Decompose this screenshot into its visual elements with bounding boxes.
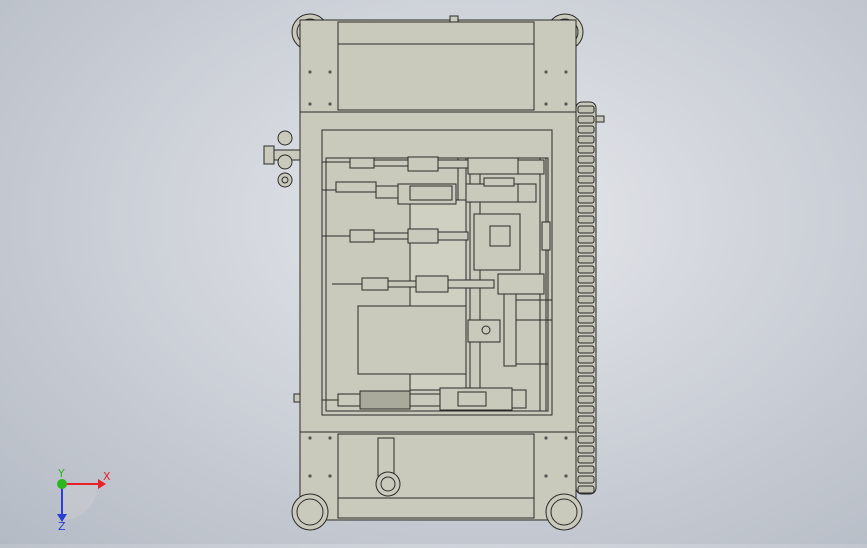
top-plate (300, 15, 576, 113)
chain-link (577, 425, 595, 434)
z-axis-label: Z (58, 520, 66, 532)
x-axis-label: X (103, 470, 111, 483)
chain-link (577, 355, 595, 364)
chain-link (577, 235, 595, 244)
x-axis-arrowhead (98, 479, 106, 489)
chain-link (577, 255, 595, 264)
chain-link (577, 375, 595, 384)
chain-link (577, 455, 595, 464)
chain-link (577, 345, 595, 354)
chain-link (577, 185, 595, 194)
cylinder-4[interactable] (332, 273, 545, 367)
chain-link (577, 175, 595, 184)
chain-link (577, 385, 595, 394)
chain-link (577, 395, 595, 404)
chain-link (577, 295, 595, 304)
chain-link (577, 225, 595, 234)
chain-link (577, 115, 595, 124)
mounting-plate (357, 299, 553, 375)
chain-link (577, 335, 595, 344)
triad-quadrant (62, 484, 98, 520)
cylinder-1[interactable] (322, 156, 545, 175)
cylinder-5[interactable] (322, 387, 527, 411)
bottom-right-wheel[interactable] (545, 493, 583, 531)
chain-link (577, 155, 595, 164)
chain-link (577, 135, 595, 144)
chain-link (577, 305, 595, 314)
chain-link (577, 205, 595, 214)
chain-link (577, 445, 595, 454)
chain-track[interactable] (575, 101, 605, 495)
chain-link (577, 485, 595, 494)
chain-link (577, 145, 595, 154)
chain-link (577, 275, 595, 284)
chain-link (577, 435, 595, 444)
chain-link (577, 315, 595, 324)
bottom-plate-bolts (308, 436, 568, 478)
chain-link (577, 325, 595, 334)
chain-link (577, 475, 595, 484)
top-plate-bolts (308, 70, 568, 106)
chain-link (577, 285, 595, 294)
side-adjust-knob[interactable] (263, 130, 301, 188)
chain-link (577, 405, 595, 414)
chain-link (577, 125, 595, 134)
z-axis-arrowhead (57, 514, 67, 522)
cylinder-2[interactable] (322, 177, 537, 205)
cylinder-3[interactable] (322, 213, 551, 271)
chain-link (577, 215, 595, 224)
chain-link (577, 415, 595, 424)
axis-triad-graphic: X Y Z (57, 467, 111, 533)
y-axis-indicator (57, 479, 67, 489)
chain-link (577, 195, 595, 204)
chain-link (577, 365, 595, 374)
bottom-left-wheel[interactable] (291, 493, 329, 531)
chain-link (577, 105, 595, 114)
chain-link (577, 265, 595, 274)
chain-link (577, 245, 595, 254)
axis-triad: X Y Z (40, 462, 120, 533)
chain-link (577, 165, 595, 174)
chain-link (577, 465, 595, 474)
y-axis-label: Y (57, 467, 65, 480)
bottom-motor[interactable] (375, 437, 401, 497)
bottom-plate (300, 431, 576, 519)
side-fitting (293, 393, 301, 403)
